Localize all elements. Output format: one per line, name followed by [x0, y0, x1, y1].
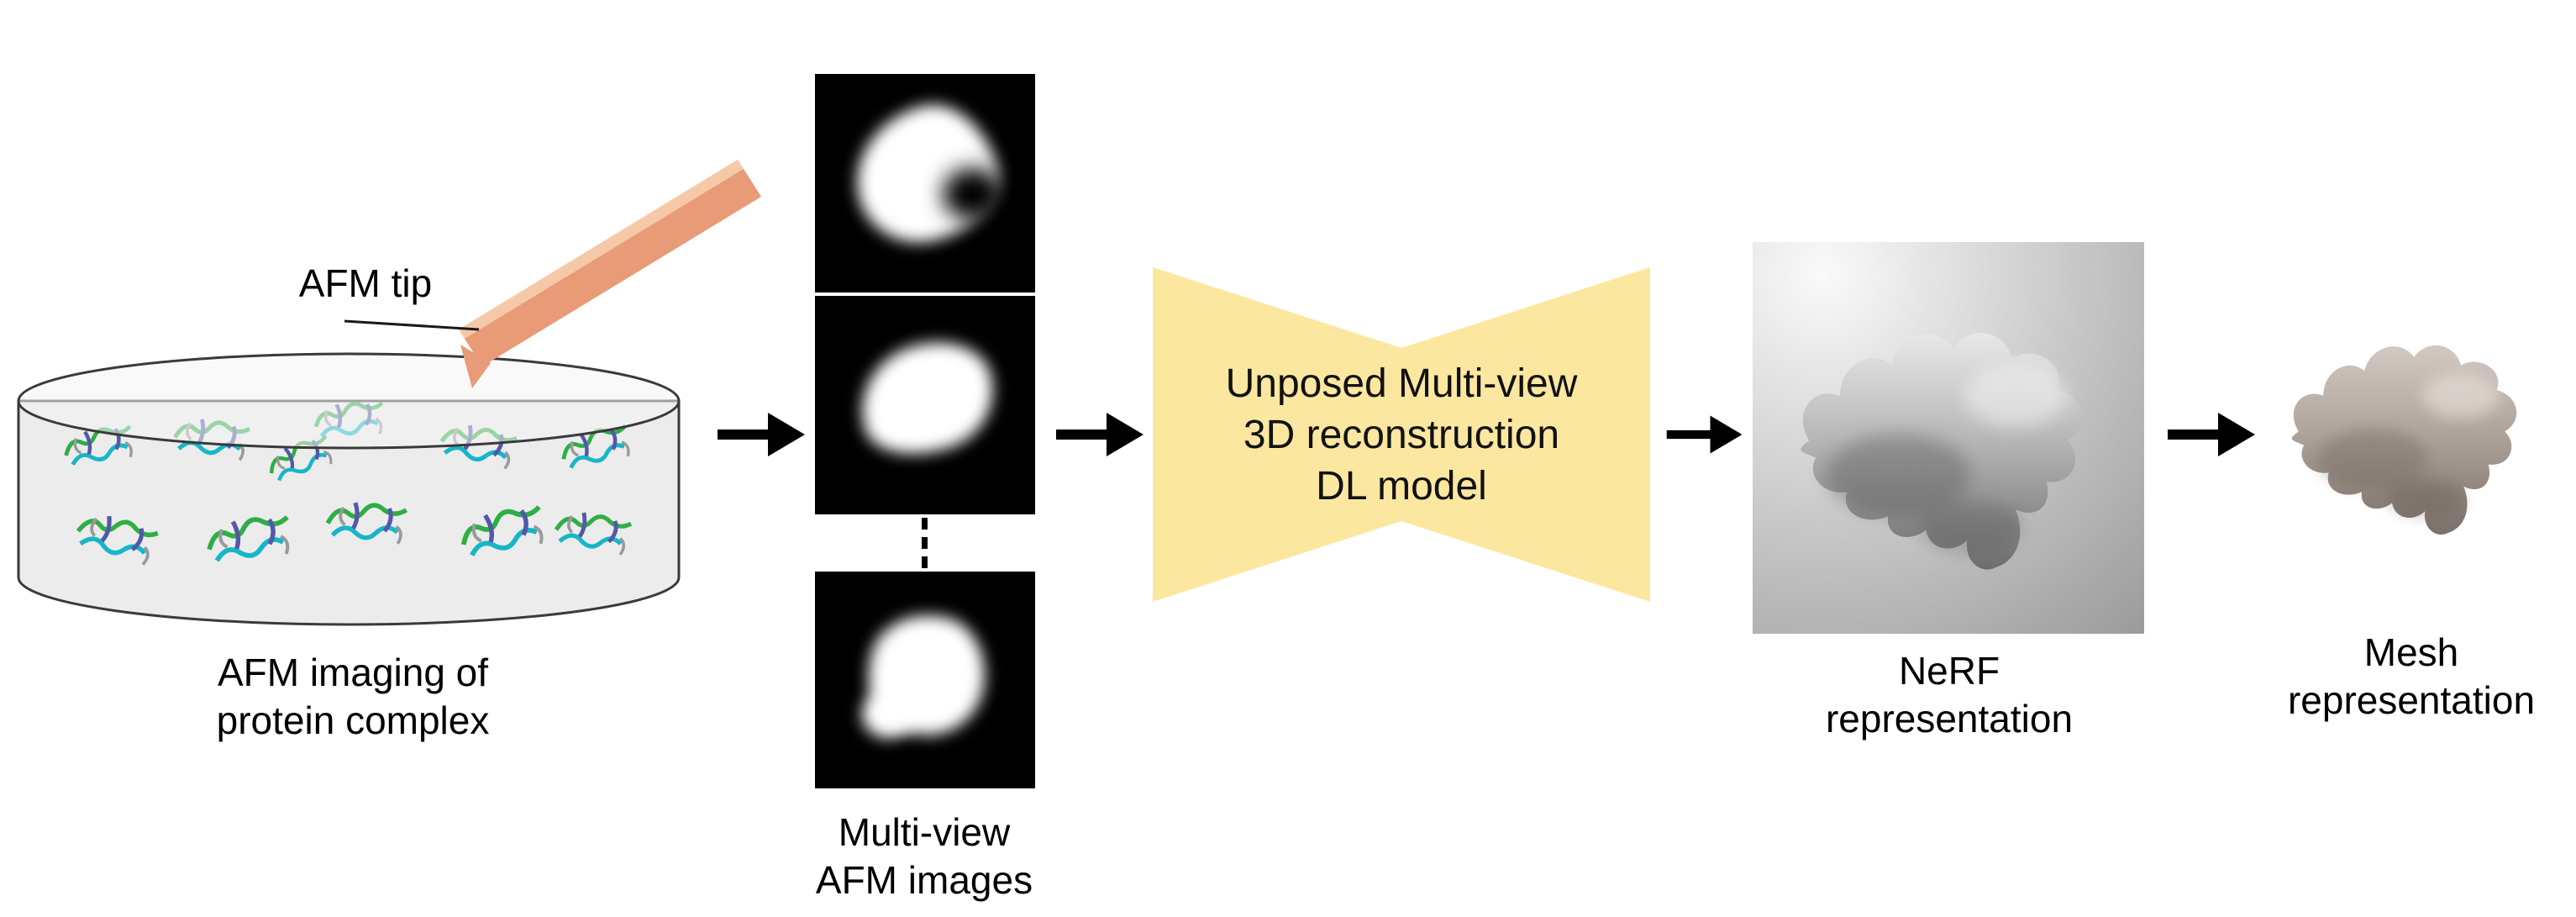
afm-blob-3b — [862, 691, 914, 738]
dl-model-label-line2: 3D reconstruction — [1243, 412, 1560, 457]
arrow-icon — [2168, 413, 2255, 456]
mesh-caption-line2: representation — [2287, 678, 2536, 722]
tip-leader-line — [344, 319, 480, 331]
nerf-caption: NeRF representation — [1773, 647, 2126, 743]
multiview-caption: Multi-view AFM images — [748, 809, 1101, 904]
mesh-caption-line1: Mesh — [2363, 630, 2459, 674]
dashed-connector — [922, 518, 928, 568]
dl-model-label-line1: Unposed Multi-view — [1225, 361, 1578, 406]
afm-image-3 — [815, 572, 1035, 788]
petri-dish-illustration — [17, 352, 681, 626]
dl-model-block: Unposed Multi-view 3D reconstruction DL … — [1153, 267, 1650, 602]
dl-model-label-line3: DL model — [1316, 463, 1487, 509]
nerf-caption-line2: representation — [1825, 697, 2074, 740]
arrow-icon — [1666, 415, 1743, 454]
arrow-icon — [718, 413, 805, 456]
afm-image-2 — [815, 296, 1035, 514]
afm-blob-1-notch — [943, 168, 1003, 220]
afm-blob-2 — [845, 326, 1008, 471]
bowtie-shape — [1153, 267, 1650, 602]
afm-image-1 — [815, 74, 1035, 292]
afm-tip-icon — [344, 160, 761, 388]
dish-rim — [17, 352, 681, 450]
multiview-caption-line1: Multi-view — [838, 810, 1011, 854]
mesh-caption: Mesh representation — [2235, 629, 2576, 725]
afm-caption: AFM imaging of protein complex — [80, 649, 626, 745]
afm-caption-line2: protein complex — [216, 698, 490, 742]
afm-tip-label: AFM tip — [298, 261, 433, 305]
dl-model-label: Unposed Multi-view 3D reconstruction DL … — [1153, 267, 1650, 602]
nerf-protein-render — [1801, 333, 2082, 570]
mesh-protein-render — [2291, 345, 2517, 535]
afm-caption-line1: AFM imaging of — [217, 651, 489, 694]
multiview-caption-line2: AFM images — [815, 858, 1033, 902]
nerf-caption-line1: NeRF — [1898, 649, 2000, 693]
arrow-icon — [1056, 413, 1143, 456]
